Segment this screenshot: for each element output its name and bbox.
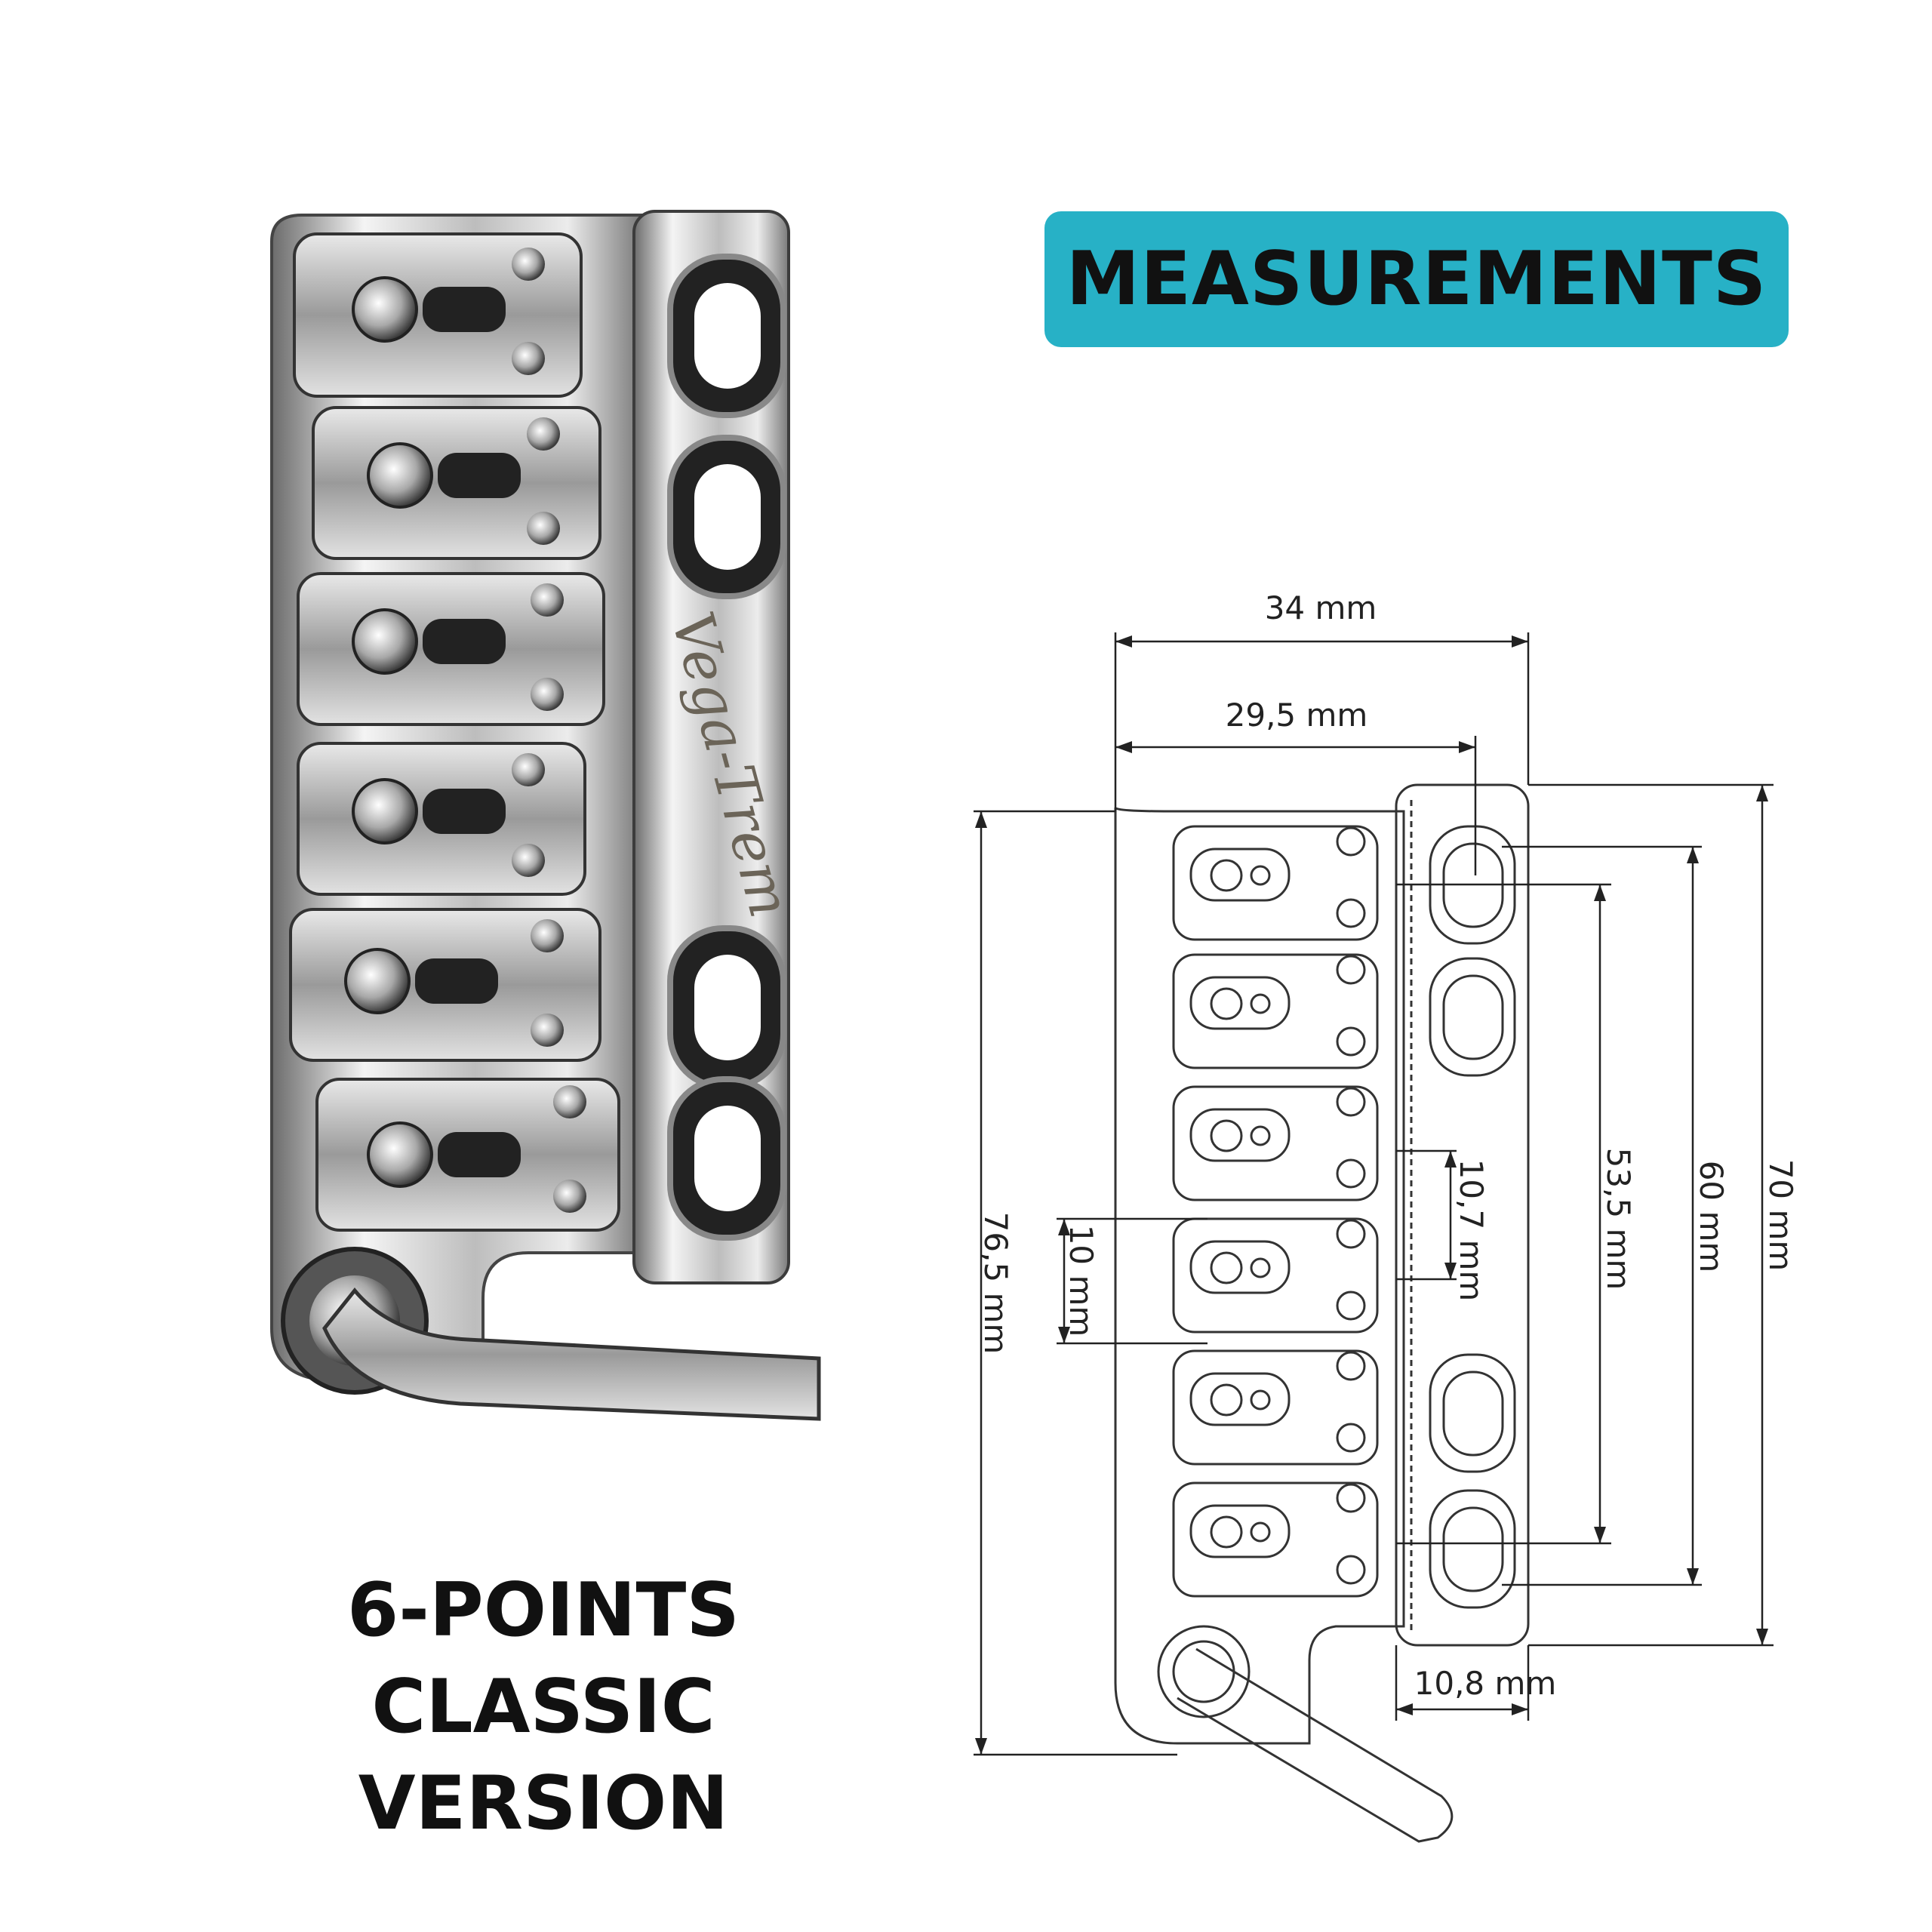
caption-line-3: VERSION: [358, 1761, 729, 1847]
saddle-2: [312, 406, 601, 560]
dim-overall-width: 34 mm: [1265, 589, 1377, 626]
caption-line-1: 6-POINTS: [347, 1567, 740, 1654]
dim-plate-width: 10,8 mm: [1414, 1665, 1557, 1702]
dim-string-spacing: 10,7 mm: [1453, 1159, 1490, 1302]
dim-saddle-width: 10 mm: [1063, 1225, 1100, 1337]
drawing-base-outline: [1114, 806, 1405, 1745]
measurements-badge: MEASUREMENTS: [1044, 211, 1789, 347]
page-title: MEASUREMENTS: [1066, 236, 1767, 322]
drawing-anchor-bar: [1395, 783, 1530, 1647]
saddle-1: [293, 232, 583, 398]
saddle-4: [297, 742, 586, 896]
dim-post-spacing-width: 29,5 mm: [1226, 697, 1368, 734]
product-caption: 6-POINTS CLASSIC VERSION: [226, 1562, 860, 1852]
tremolo-arm: [281, 1247, 821, 1421]
drawing-saddles: [1172, 825, 1379, 1598]
caption-line-2: CLASSIC: [371, 1664, 715, 1750]
dim-post-spacing-outer: 53,5 mm: [1600, 1148, 1637, 1291]
anchor-slots: [667, 254, 786, 1241]
saddle-3: [297, 572, 605, 726]
saddles: [289, 232, 620, 1232]
dim-plate-length: 70 mm: [1762, 1159, 1799, 1272]
saddle-5: [289, 908, 601, 1062]
saddle-6: [315, 1078, 620, 1232]
dim-overall-length: 76,5 mm: [977, 1212, 1014, 1355]
dim-post-spacing-inner: 60 mm: [1693, 1161, 1730, 1273]
